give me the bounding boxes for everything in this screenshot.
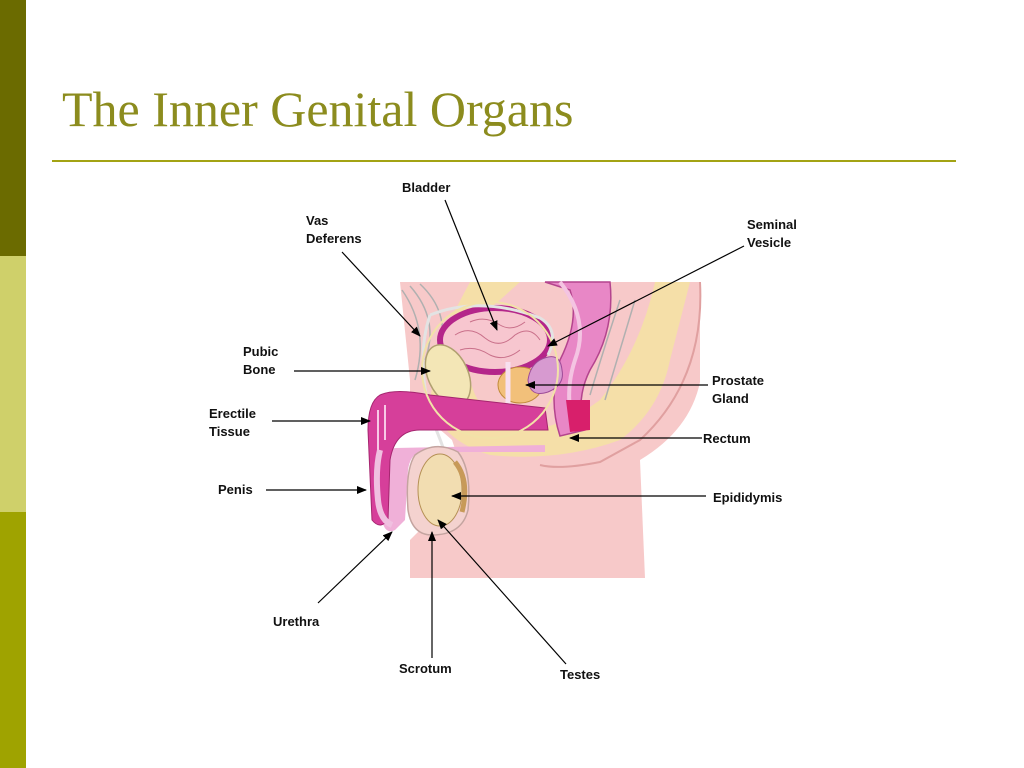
label-urethra: Urethra <box>273 614 320 629</box>
label-erectile-tissue-line2: Tissue <box>209 424 250 439</box>
leader-urethra <box>317 531 393 604</box>
label-testes: Testes <box>560 667 601 682</box>
skin-curve <box>539 281 702 468</box>
title-underline <box>52 160 956 162</box>
label-prostate-gland-line2: Gland <box>712 391 749 406</box>
label-vas-deferens-line2: Deferens <box>306 231 362 246</box>
slide-title: The Inner Genital Organs <box>62 81 574 137</box>
label-prostate-gland-line1: Prostate <box>712 373 765 388</box>
label-rectum: Rectum <box>703 431 751 446</box>
label-penis: Penis <box>218 482 253 497</box>
leader-testes <box>437 519 567 665</box>
sidebar-segment-middle <box>0 256 26 512</box>
leader-lines <box>266 199 745 665</box>
leader-vas-deferens <box>341 251 421 337</box>
leader-seminal-vesicle <box>547 245 745 347</box>
sidebar-segment-bottom <box>0 512 26 768</box>
epididymis-shape <box>452 460 468 513</box>
label-seminal-vesicle-line1: Seminal <box>747 217 797 232</box>
label-bladder: Bladder <box>402 180 451 195</box>
label-epididymis: Epididymis <box>713 490 783 505</box>
seminal-vesicle-shape <box>527 356 563 394</box>
leader-bladder <box>444 199 498 331</box>
label-pubic-bone-line1: Pubic <box>243 344 279 359</box>
penis-shape <box>380 420 545 532</box>
label-seminal-vesicle-line2: Vesicle <box>747 235 792 250</box>
anatomy-illustration <box>367 280 702 578</box>
rectum-tube <box>544 281 612 437</box>
label-pubic-bone-line2: Bone <box>243 362 276 377</box>
label-scrotum: Scrotum <box>399 661 452 676</box>
label-erectile-tissue-line1: Erectile <box>209 406 256 421</box>
sidebar-segment-top <box>0 0 26 256</box>
label-vas-deferens-line1: Vas <box>306 213 329 228</box>
sidebar-accent <box>0 0 26 768</box>
